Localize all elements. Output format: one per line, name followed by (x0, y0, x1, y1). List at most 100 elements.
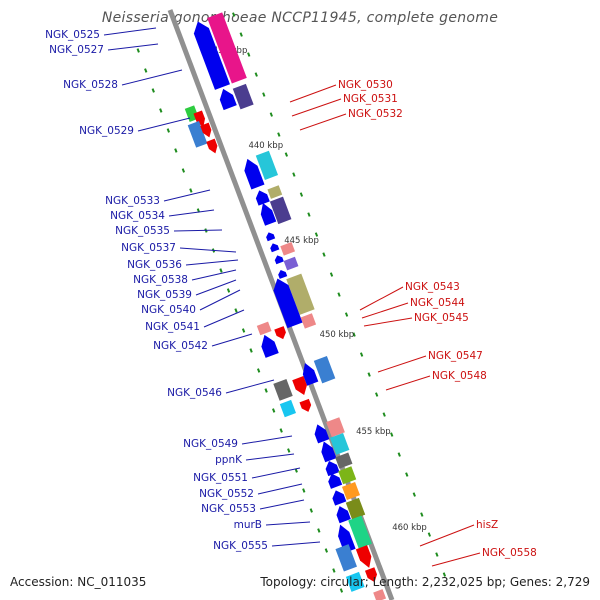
tick-mark (332, 568, 336, 573)
gene-arrow[interactable] (217, 86, 237, 111)
gene-label-reverse[interactable]: NGK_0532 (348, 108, 403, 120)
gene-arrow[interactable] (265, 231, 276, 242)
gene-block[interactable] (345, 497, 366, 520)
gene-label-forward[interactable]: NGK_0533 (105, 195, 160, 207)
gene-block[interactable] (232, 83, 254, 110)
gene-arrow[interactable] (254, 188, 270, 206)
gene-label-forward[interactable]: NGK_0546 (167, 387, 222, 399)
gene-label-reverse[interactable]: NGK_0530 (338, 79, 393, 91)
gene-label-forward[interactable]: NGK_0538 (133, 274, 188, 286)
gene-block[interactable] (300, 313, 317, 329)
gene-arrow[interactable] (364, 567, 379, 584)
tick-mark (277, 132, 281, 137)
gene-arrow[interactable] (326, 472, 343, 489)
gene-arrow[interactable] (206, 138, 219, 155)
gene-block[interactable] (373, 589, 387, 600)
gene-block[interactable] (187, 120, 208, 148)
gene-arrow[interactable] (318, 439, 337, 463)
gene-label-forward[interactable]: NGK_0553 (201, 503, 256, 515)
leader-line (107, 43, 159, 51)
gene-label-forward[interactable]: NGK_0536 (127, 259, 182, 271)
gene-label-forward[interactable]: NGK_0540 (141, 304, 196, 316)
gene-block[interactable] (335, 452, 353, 469)
gene-block[interactable] (255, 150, 279, 180)
gene-block[interactable] (335, 544, 358, 572)
gene-label-reverse[interactable]: NGK_0547 (428, 350, 483, 362)
gene-label-reverse[interactable]: NGK_0558 (482, 547, 537, 559)
gene-arrow[interactable] (257, 201, 277, 226)
gene-block[interactable] (326, 417, 345, 438)
gene-label-reverse[interactable]: NGK_0545 (414, 312, 469, 324)
gene-arrow[interactable] (312, 422, 330, 444)
gene-arrow[interactable] (269, 242, 280, 253)
tick-mark (302, 488, 306, 493)
gene-arrow[interactable] (334, 504, 351, 524)
gene-label-forward[interactable]: NGK_0539 (137, 289, 192, 301)
leader-line (259, 499, 305, 510)
tick-mark (314, 232, 319, 237)
gene-label-reverse[interactable]: NGK_0544 (410, 297, 465, 309)
gene-label-forward[interactable]: NGK_0525 (45, 29, 100, 41)
gene-label-reverse[interactable]: hisZ (476, 519, 498, 531)
gene-label-forward[interactable]: NGK_0527 (49, 44, 104, 56)
gene-arrow[interactable] (277, 269, 288, 279)
gene-block[interactable] (338, 466, 357, 485)
gene-arrow[interactable] (335, 523, 356, 553)
tick-mark (352, 332, 356, 337)
gene-arrow[interactable] (241, 156, 265, 190)
gene-arrow[interactable] (299, 398, 313, 414)
gene-arrow[interactable] (190, 19, 230, 90)
gene-arrow[interactable] (323, 459, 340, 477)
gene-block[interactable] (280, 242, 296, 256)
gene-arrow[interactable] (200, 122, 213, 139)
gene-label-forward[interactable]: murB (234, 519, 262, 531)
gene-arrow[interactable] (193, 110, 207, 128)
gene-arrow[interactable] (258, 332, 279, 358)
tick-mark (359, 352, 364, 357)
gene-block[interactable] (329, 432, 350, 455)
gene-label-forward[interactable]: NGK_0535 (115, 225, 170, 237)
gene-label-forward[interactable]: NGK_0549 (183, 438, 238, 450)
gene-arrow[interactable] (330, 488, 347, 506)
gene-label-forward[interactable]: NGK_0528 (63, 79, 118, 91)
gene-arrow[interactable] (355, 545, 375, 570)
gene-block[interactable] (348, 515, 372, 549)
gene-block[interactable] (283, 256, 299, 271)
tick-mark (262, 92, 266, 97)
gene-block[interactable] (341, 481, 361, 501)
gene-block[interactable] (286, 273, 315, 315)
gene-label-reverse[interactable]: NGK_0543 (405, 281, 460, 293)
tick-mark (254, 72, 258, 77)
gene-label-reverse[interactable]: NGK_0548 (432, 370, 487, 382)
gene-arrow[interactable] (274, 326, 288, 341)
gene-arrow[interactable] (299, 361, 319, 386)
gene-label-forward[interactable]: NGK_0552 (199, 488, 254, 500)
gene-label-forward[interactable]: NGK_0541 (145, 321, 200, 333)
tick-mark (249, 348, 253, 353)
gene-layer (184, 12, 387, 600)
gene-label-forward[interactable]: NGK_0537 (121, 242, 176, 254)
gene-label-forward[interactable]: NGK_0534 (110, 210, 165, 222)
gene-block[interactable] (279, 399, 296, 418)
gene-label-forward[interactable]: NGK_0551 (193, 472, 248, 484)
leader-line (299, 113, 347, 131)
gene-block[interactable] (345, 571, 365, 592)
tick-mark (337, 292, 341, 297)
gene-arrow[interactable] (270, 276, 303, 329)
gene-label-reverse[interactable]: NGK_0531 (343, 93, 398, 105)
gene-block[interactable] (313, 355, 336, 384)
gene-block[interactable] (273, 378, 293, 401)
gene-arrow[interactable] (292, 375, 310, 397)
tick-mark (272, 408, 276, 413)
gene-label-forward[interactable]: NGK_0529 (79, 125, 134, 137)
gene-label-forward[interactable]: NGK_0542 (153, 340, 208, 352)
gene-block[interactable] (207, 12, 247, 84)
gene-block[interactable] (267, 185, 283, 199)
gene-label-forward[interactable]: NGK_0555 (213, 540, 268, 552)
gene-arrow[interactable] (274, 254, 284, 265)
gene-block[interactable] (256, 321, 272, 336)
gene-label-forward[interactable]: ppnK (215, 454, 243, 466)
gene-block[interactable] (269, 196, 292, 225)
tick-label: 455 kbp (356, 427, 391, 437)
